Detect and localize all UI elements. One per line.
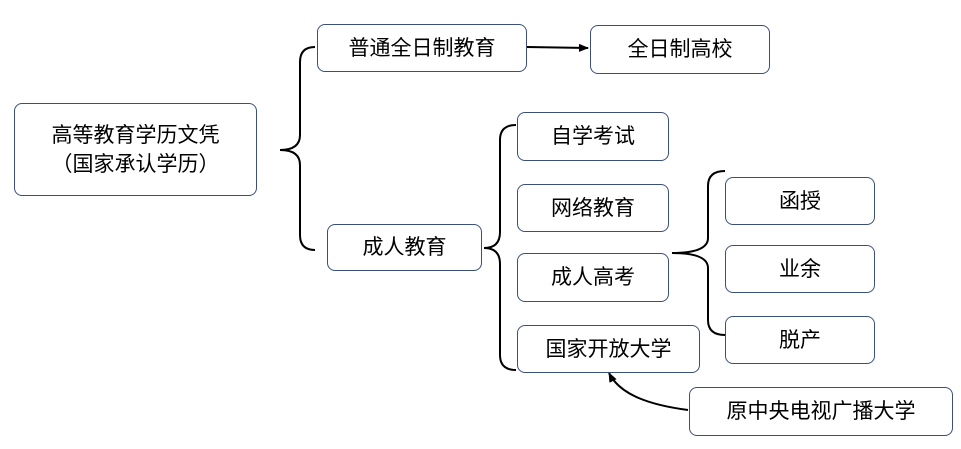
self-study-exam-label: 自学考试 (551, 124, 635, 149)
fulltime-college-node: 全日制高校 (590, 25, 770, 74)
correspondence-label: 函授 (779, 188, 821, 213)
adult-education-label: 成人教育 (362, 235, 447, 260)
self-study-exam-node: 自学考试 (517, 112, 669, 161)
regular-to-college-arrow (526, 43, 589, 52)
adult-education-node: 成人教育 (327, 224, 482, 271)
adult-bracket (483, 124, 517, 371)
correspondence-node: 函授 (725, 177, 875, 225)
off-job-label: 脱产 (779, 327, 821, 352)
fulltime-college-label: 全日制高校 (627, 37, 733, 62)
former-tv-university-label: 原中央电视广播大学 (726, 399, 916, 424)
root-label-line2: （国家承认学历） (51, 151, 220, 176)
root-node: 高等教育学历文凭 （国家承认学历） (14, 103, 257, 196)
online-education-label: 网络教育 (551, 195, 635, 220)
adult-college-exam-node: 成人高考 (517, 253, 669, 302)
regular-education-node: 普通全日制教育 (317, 24, 527, 72)
spare-time-label: 业余 (779, 256, 821, 281)
adult-exam-bracket (671, 170, 726, 336)
root-bracket (279, 46, 316, 251)
off-job-node: 脱产 (725, 316, 875, 364)
open-university-node: 国家开放大学 (517, 325, 700, 373)
adult-college-exam-label: 成人高考 (551, 265, 635, 290)
online-education-node: 网络教育 (517, 184, 669, 232)
former-tv-university-node: 原中央电视广播大学 (689, 387, 953, 436)
tv-to-open-university-arrow (608, 372, 689, 411)
open-university-label: 国家开放大学 (545, 336, 672, 361)
regular-education-label: 普通全日制教育 (348, 35, 496, 60)
spare-time-node: 业余 (725, 245, 875, 293)
root-label-line1: 高等教育学历文凭 (51, 123, 220, 148)
